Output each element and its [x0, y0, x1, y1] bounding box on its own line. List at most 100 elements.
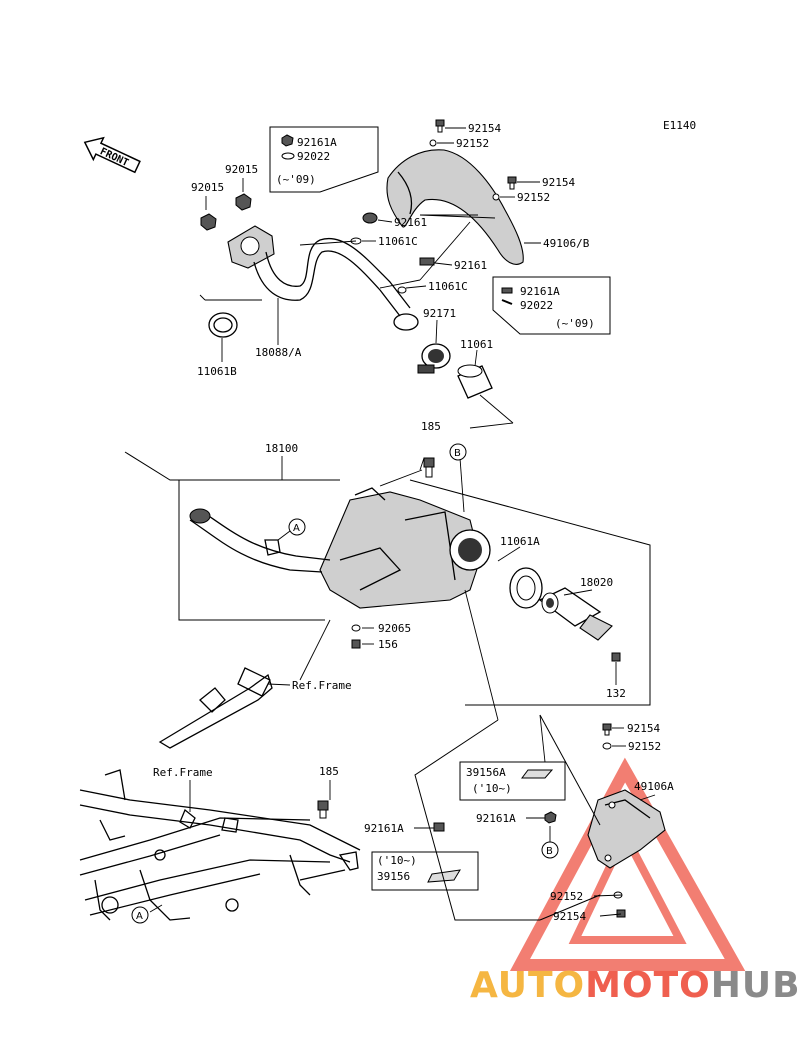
box-part-label: 92161A — [520, 285, 560, 298]
part-label: 11061 — [460, 338, 493, 351]
leaders-middle — [267, 457, 617, 721]
bolt-185-lower — [317, 800, 329, 819]
heat-guard-49106b — [386, 149, 524, 265]
ref-circle-b-middle: B — [449, 443, 467, 461]
part-label: 92152 — [517, 191, 550, 204]
part-label: 18088/A — [255, 346, 302, 359]
part-labels: 92154 92152 92154 92152 49106/B 92161 11… — [153, 122, 674, 923]
nut-92015-left — [200, 213, 217, 231]
part-label: Ref.Frame — [292, 679, 352, 692]
part-label: 185 — [421, 420, 441, 433]
part-label: Ref.Frame — [153, 766, 213, 779]
main-assembly-outline — [124, 451, 651, 706]
washer-92065 — [351, 624, 361, 632]
exhaust-flange — [227, 225, 275, 269]
ref-circle-b-bottom: B — [541, 841, 559, 859]
gasket-11061b — [208, 312, 238, 338]
bolt-92154-lower-bottom — [616, 909, 626, 918]
diagram-code: E1140 — [663, 119, 696, 132]
ref-circle-a-middle: A — [288, 518, 306, 536]
part-label: 92161 — [394, 216, 427, 229]
variant-box-39156a — [459, 761, 566, 801]
collar-92161-lower — [419, 257, 435, 266]
part-label: 18100 — [265, 442, 298, 455]
frame-structure — [79, 769, 361, 921]
part-label: 49106A — [634, 780, 674, 793]
ref-a-label: A — [293, 523, 300, 534]
part-label: 92161A — [476, 812, 516, 825]
bolt-92154-lower-top — [602, 723, 612, 736]
watermark-part-moto: MOTO — [585, 965, 711, 1006]
leaders-bottom — [149, 727, 656, 917]
variant-box-upper-right — [492, 276, 611, 335]
watermark-part-hub: HUB — [710, 965, 800, 1006]
muffler-inlet-pipe — [189, 508, 331, 573]
collar-92161-upper — [362, 212, 378, 224]
part-label: 92152 — [550, 890, 583, 903]
box-note-label: ('10~) — [472, 782, 512, 795]
box-part-label: 92022 — [297, 150, 330, 163]
muffler-18100 — [319, 487, 491, 609]
part-label: 92154 — [468, 122, 501, 135]
exhaust-pipe-18088a — [253, 237, 419, 331]
clamp-92171 — [417, 343, 451, 374]
ref-b-label: B — [454, 448, 461, 459]
part-label: 92152 — [628, 740, 661, 753]
collar-11061c-lower — [397, 286, 407, 294]
spark-arrester-18020 — [538, 587, 613, 641]
bolt-92154-right — [507, 176, 517, 190]
part-label: 11061B — [197, 365, 237, 378]
part-label: 185 — [319, 765, 339, 778]
box-note-label: ('10~) — [377, 854, 417, 867]
frame-bracket — [158, 667, 273, 749]
part-label: 92154 — [627, 722, 660, 735]
box-part-label: 92022 — [520, 299, 553, 312]
nut-92015-right — [235, 193, 252, 211]
collar-92161a-right — [544, 811, 557, 824]
part-label: 11061A — [500, 535, 540, 548]
washer-92152-right — [492, 193, 500, 201]
variant-box-39156 — [371, 851, 479, 891]
collar-92161a-left — [433, 822, 445, 832]
bolt-185-upper — [423, 457, 435, 478]
part-label: 11061C — [378, 235, 418, 248]
front-arrow-icon: FRONT — [83, 136, 141, 174]
part-label: 92154 — [553, 910, 586, 923]
bolt-132 — [611, 652, 621, 662]
part-label: 92015 — [191, 181, 224, 194]
part-label: 18020 — [580, 576, 613, 589]
ref-b-label: B — [546, 846, 553, 857]
part-label: 92171 — [423, 307, 456, 320]
part-label: 132 — [606, 687, 626, 700]
box-part-label: 39156 — [377, 870, 410, 883]
gasket-11061a — [509, 567, 543, 609]
washer-92152-top — [429, 139, 437, 147]
box-note-label: (~'09) — [276, 173, 316, 186]
bottom-assembly-outline — [414, 714, 601, 921]
part-label: 156 — [378, 638, 398, 651]
part-label: 49106/B — [543, 237, 590, 250]
part-label: 92152 — [456, 137, 489, 150]
leaders-upper — [199, 127, 541, 429]
part-label: 92161A — [364, 822, 404, 835]
part-label: 11061C — [428, 280, 468, 293]
watermark-logo-triangle — [509, 757, 746, 971]
box-note-label: (~'09) — [555, 317, 595, 330]
watermark-part-auto: AUTO — [470, 965, 586, 1006]
part-label: 92065 — [378, 622, 411, 635]
box-part-label: 92161A — [297, 136, 337, 149]
washer-92152-lower-top — [602, 742, 612, 750]
heat-guard-49106a — [587, 789, 666, 869]
gasket-11061 — [457, 364, 493, 399]
ref-circle-a-bottom: A — [131, 906, 149, 924]
box-part-label: 39156A — [466, 766, 506, 779]
variant-box-upper-left — [269, 126, 379, 193]
bolt-156 — [351, 639, 361, 649]
ref-a-label: A — [136, 911, 143, 922]
part-label: 92015 — [225, 163, 258, 176]
bolt-92154-top — [435, 119, 445, 133]
part-label: 92154 — [542, 176, 575, 189]
watermark-text: AUTOMOTOHUB — [470, 965, 800, 1006]
part-label: 92161 — [454, 259, 487, 272]
